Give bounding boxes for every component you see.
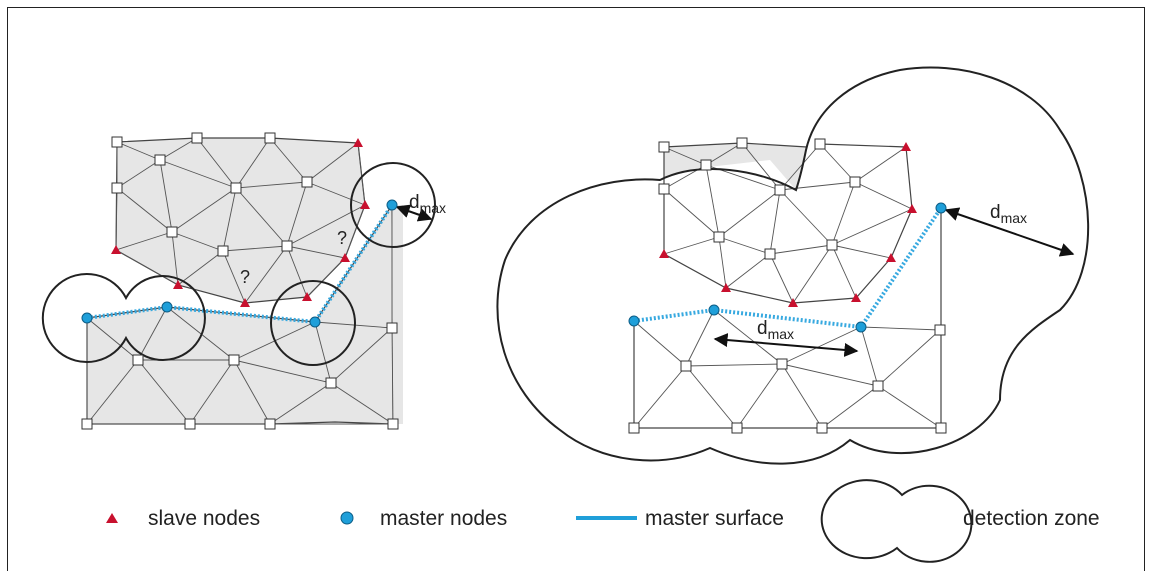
legend-slave-label: slave nodes xyxy=(148,507,260,530)
right-slave-grey xyxy=(664,143,807,190)
right-master-square-nodes xyxy=(628,324,947,434)
question-mark-2: ? xyxy=(337,228,347,248)
right-dmax-arrow-inner xyxy=(713,333,859,357)
left-slave-square-nodes xyxy=(111,132,313,257)
right-slave-square-nodes xyxy=(658,137,861,260)
legend-master-node-icon xyxy=(340,511,354,525)
legend-master-nodes-label: master nodes xyxy=(380,507,507,530)
left-zone-pair xyxy=(41,273,206,363)
right-slave-triangles xyxy=(659,142,917,307)
left-master-square-nodes xyxy=(81,322,399,430)
right-dmax-label-inner: dmax xyxy=(757,318,794,342)
left-master-extension xyxy=(392,205,403,424)
left-zone-mid xyxy=(270,280,356,366)
left-lower-mesh xyxy=(86,205,394,425)
right-dmax-label-outer: dmax xyxy=(990,202,1027,226)
left-slave-triangles xyxy=(111,138,370,307)
legend-detection-zone-label: detection zone xyxy=(963,507,1100,530)
left-dmax-arrow xyxy=(395,204,433,222)
left-detection-zones xyxy=(41,162,436,366)
legend: slave nodes master nodes master surface … xyxy=(106,479,1100,563)
right-master-nodes xyxy=(628,202,947,333)
figure-border xyxy=(7,7,1145,571)
right-detection-zone xyxy=(496,66,1090,465)
left-dmax-label: dmax xyxy=(409,192,446,216)
left-upper-mesh xyxy=(115,137,366,304)
right-upper-mesh xyxy=(663,142,913,304)
left-master-surface xyxy=(86,203,394,325)
left-master-nodes xyxy=(81,199,398,328)
right-master-surface xyxy=(633,206,943,330)
legend-master-surface-label: master surface xyxy=(645,507,784,530)
right-master-boundary xyxy=(633,208,942,429)
legend-detection-zone-icon xyxy=(820,479,973,563)
left-panel: dmax ? ? xyxy=(41,132,446,430)
right-panel: dmax dmax xyxy=(496,66,1090,465)
left-zone-top xyxy=(350,162,436,248)
legend-slave-icon xyxy=(106,513,118,523)
right-slave-boundary xyxy=(663,143,913,304)
right-dmax-arrow-outer xyxy=(944,207,1075,257)
question-mark-1: ? xyxy=(240,267,250,287)
